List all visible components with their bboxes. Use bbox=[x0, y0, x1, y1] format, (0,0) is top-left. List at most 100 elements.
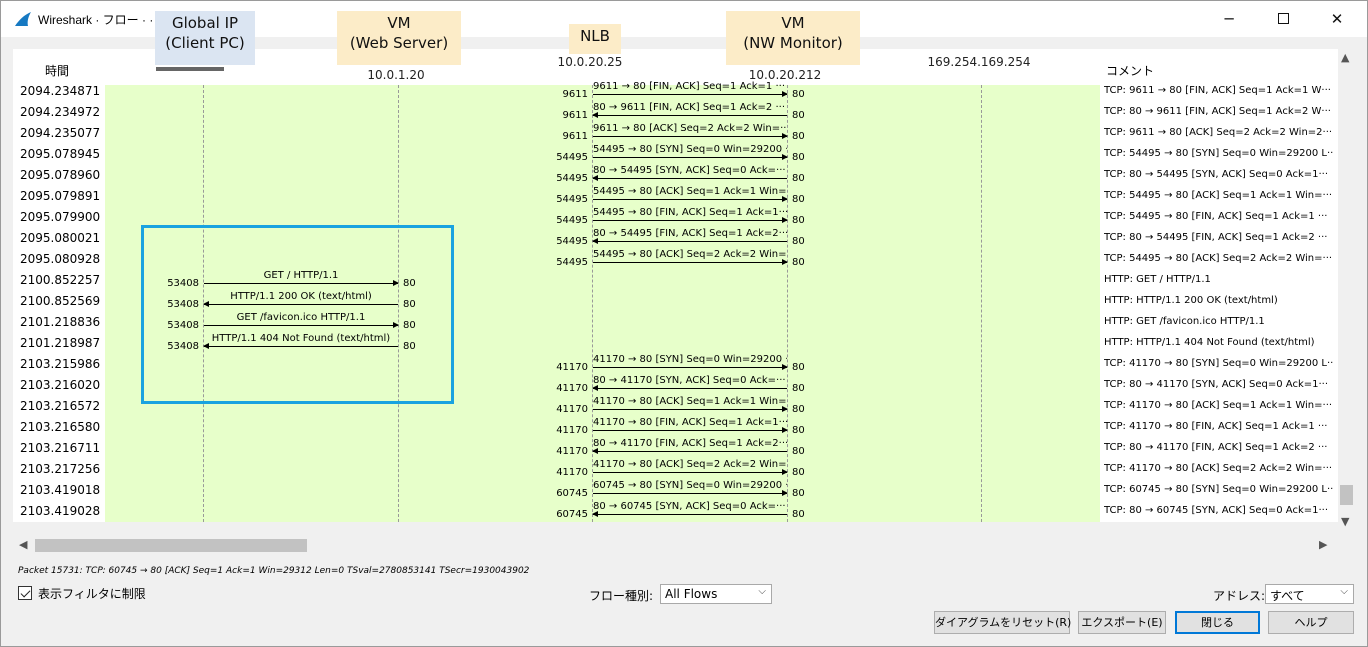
row-comment: TCP: 41170 → 80 [SYN] Seq=0 Win=29200 L·… bbox=[1104, 358, 1334, 369]
vertical-scroll-thumb[interactable] bbox=[1340, 485, 1353, 505]
arrow-left-icon bbox=[592, 448, 787, 454]
flow-arrow[interactable]: 54495 → 80 [SYN] Seq=0 Win=29200 ··· bbox=[593, 144, 788, 165]
node-address-monitor: 10.0.20.212 bbox=[748, 68, 822, 82]
row-comment: TCP: 54495 → 80 [SYN] Seq=0 Win=29200 L·… bbox=[1104, 148, 1334, 159]
row-source-port: 53408 bbox=[167, 320, 199, 331]
arrow-right-icon bbox=[593, 364, 788, 370]
row-dest-port: 80 bbox=[792, 362, 805, 373]
flow-arrow[interactable]: 54495 → 80 [ACK] Seq=2 Ack=2 Win=··· bbox=[593, 249, 788, 270]
row-time: 2103.217256 bbox=[20, 462, 101, 476]
flow-arrow-label: 54495 → 80 [ACK] Seq=1 Ack=1 Win=··· bbox=[593, 186, 787, 197]
flow-arrow[interactable]: 80 → 41170 [SYN, ACK] Seq=0 Ack=··· bbox=[592, 375, 787, 396]
masked-address-bar bbox=[156, 67, 224, 71]
flow-arrow[interactable]: 80 → 54495 [SYN, ACK] Seq=0 Ack=··· bbox=[592, 165, 787, 186]
row-comment: TCP: 41170 → 80 [FIN, ACK] Seq=1 Ack=1 ·… bbox=[1104, 421, 1328, 432]
horizontal-scrollbar[interactable]: ◀ ▶ bbox=[13, 537, 1338, 554]
flow-arrow[interactable]: 9611 → 80 [FIN, ACK] Seq=1 Ack=1 ··· bbox=[593, 81, 788, 102]
flow-arrow[interactable]: HTTP/1.1 404 Not Found (text/html) bbox=[203, 333, 398, 354]
row-dest-port: 80 bbox=[792, 110, 805, 121]
row-comment: TCP: 60745 → 80 [SYN] Seq=0 Win=29200 L·… bbox=[1104, 484, 1334, 495]
comment-column-header: コメント bbox=[1106, 64, 1155, 78]
minimize-icon: ─ bbox=[1224, 10, 1234, 28]
flow-arrow[interactable]: 80 → 54495 [FIN, ACK] Seq=1 Ack=2··· bbox=[592, 228, 787, 249]
flow-arrow[interactable]: 80 → 41170 [FIN, ACK] Seq=1 Ack=2··· bbox=[592, 438, 787, 459]
flow-arrow[interactable]: 54495 → 80 [FIN, ACK] Seq=1 Ack=1··· bbox=[593, 207, 788, 228]
vertical-scrollbar[interactable]: ▲ ▼ bbox=[1338, 49, 1355, 536]
row-source-port: 41170 bbox=[556, 467, 588, 478]
close-button[interactable]: 閉じる bbox=[1175, 611, 1260, 634]
row-comment: HTTP: HTTP/1.1 200 OK (text/html) bbox=[1104, 295, 1278, 306]
horizontal-scroll-thumb[interactable] bbox=[35, 539, 307, 552]
row-time: 2100.852257 bbox=[20, 273, 101, 287]
flow-arrow[interactable]: 41170 → 80 [SYN] Seq=0 Win=29200 ··· bbox=[593, 354, 788, 375]
row-time: 2094.235077 bbox=[20, 126, 101, 140]
minimize-button[interactable]: ─ bbox=[1206, 1, 1252, 37]
flow-arrow[interactable]: 80 → 9611 [FIN, ACK] Seq=1 Ack=2 ··· bbox=[592, 102, 787, 123]
scroll-down-icon[interactable]: ▼ bbox=[1341, 515, 1350, 528]
row-dest-port: 80 bbox=[792, 446, 805, 457]
address-select[interactable]: すべて ⌵ bbox=[1265, 584, 1354, 604]
flow-arrow-label: 9611 → 80 [ACK] Seq=2 Ack=2 Win=··· bbox=[593, 123, 787, 134]
row-comment: TCP: 80 → 54495 [SYN, ACK] Seq=0 Ack=1··… bbox=[1104, 169, 1329, 180]
flow-arrow[interactable]: 41170 → 80 [FIN, ACK] Seq=1 Ack=1··· bbox=[593, 417, 788, 438]
row-dest-port: 80 bbox=[792, 131, 805, 142]
row-time: 2095.080021 bbox=[20, 231, 101, 245]
node-address-web: 10.0.1.20 bbox=[367, 68, 425, 82]
limit-to-display-filter-label[interactable]: 表示フィルタに制限 bbox=[38, 587, 146, 601]
row-time: 2094.234871 bbox=[20, 84, 101, 98]
export-button[interactable]: エクスポート(E) bbox=[1078, 611, 1166, 634]
flow-arrow[interactable]: 60745 → 80 [SYN] Seq=0 Win=29200 ··· bbox=[593, 480, 788, 501]
reset-diagram-button[interactable]: ダイアグラムをリセット(R) bbox=[934, 611, 1071, 634]
flow-arrow[interactable]: 80 → 60745 [SYN, ACK] Seq=0 Ack=··· bbox=[592, 501, 787, 522]
maximize-button[interactable] bbox=[1260, 1, 1306, 37]
scroll-right-icon[interactable]: ▶ bbox=[1319, 538, 1328, 551]
flow-arrow[interactable]: 41170 → 80 [ACK] Seq=2 Ack=2 Win=··· bbox=[593, 459, 788, 480]
flow-arrow[interactable]: 9611 → 80 [ACK] Seq=2 Ack=2 Win=··· bbox=[593, 123, 788, 144]
flow-arrow[interactable]: 54495 → 80 [ACK] Seq=1 Ack=1 Win=··· bbox=[593, 186, 788, 207]
arrow-right-icon bbox=[593, 469, 788, 475]
flow-arrow-label: 60745 → 80 [SYN] Seq=0 Win=29200 ··· bbox=[593, 480, 787, 491]
arrow-right-icon bbox=[593, 259, 788, 265]
flow-arrow-label: 41170 → 80 [ACK] Seq=1 Ack=1 Win=··· bbox=[593, 396, 787, 407]
row-comment: TCP: 54495 → 80 [ACK] Seq=1 Ack=1 Win=··… bbox=[1104, 190, 1333, 201]
arrow-right-icon bbox=[593, 133, 788, 139]
arrow-right-icon bbox=[593, 154, 788, 160]
flow-diagram[interactable]: 時間 コメント 10.0.1.20 10.0.20.25 10.0.20.212… bbox=[13, 49, 1338, 522]
close-window-button[interactable]: ✕ bbox=[1314, 1, 1360, 37]
row-source-port: 9611 bbox=[562, 89, 588, 100]
help-button[interactable]: ヘルプ bbox=[1268, 611, 1354, 634]
scroll-left-icon[interactable]: ◀ bbox=[19, 538, 28, 551]
flow-arrow[interactable]: 41170 → 80 [ACK] Seq=1 Ack=1 Win=··· bbox=[593, 396, 788, 417]
scroll-up-icon[interactable]: ▲ bbox=[1341, 51, 1350, 64]
limit-to-display-filter-checkbox[interactable] bbox=[18, 586, 32, 600]
flow-arrow-label: GET /favicon.ico HTTP/1.1 bbox=[236, 312, 366, 323]
flow-arrow[interactable]: GET /favicon.ico HTTP/1.1 bbox=[204, 312, 399, 333]
flow-arrow[interactable]: HTTP/1.1 200 OK (text/html) bbox=[203, 291, 398, 312]
flow-type-select[interactable]: All Flows ⌵ bbox=[660, 584, 772, 604]
row-comment: TCP: 41170 → 80 [ACK] Seq=2 Ack=2 Win=··… bbox=[1104, 463, 1333, 474]
window-title: Wireshark · フロー · · bbox=[38, 13, 154, 27]
row-dest-port: 80 bbox=[792, 173, 805, 184]
flow-arrow[interactable]: GET / HTTP/1.1 bbox=[204, 270, 399, 291]
